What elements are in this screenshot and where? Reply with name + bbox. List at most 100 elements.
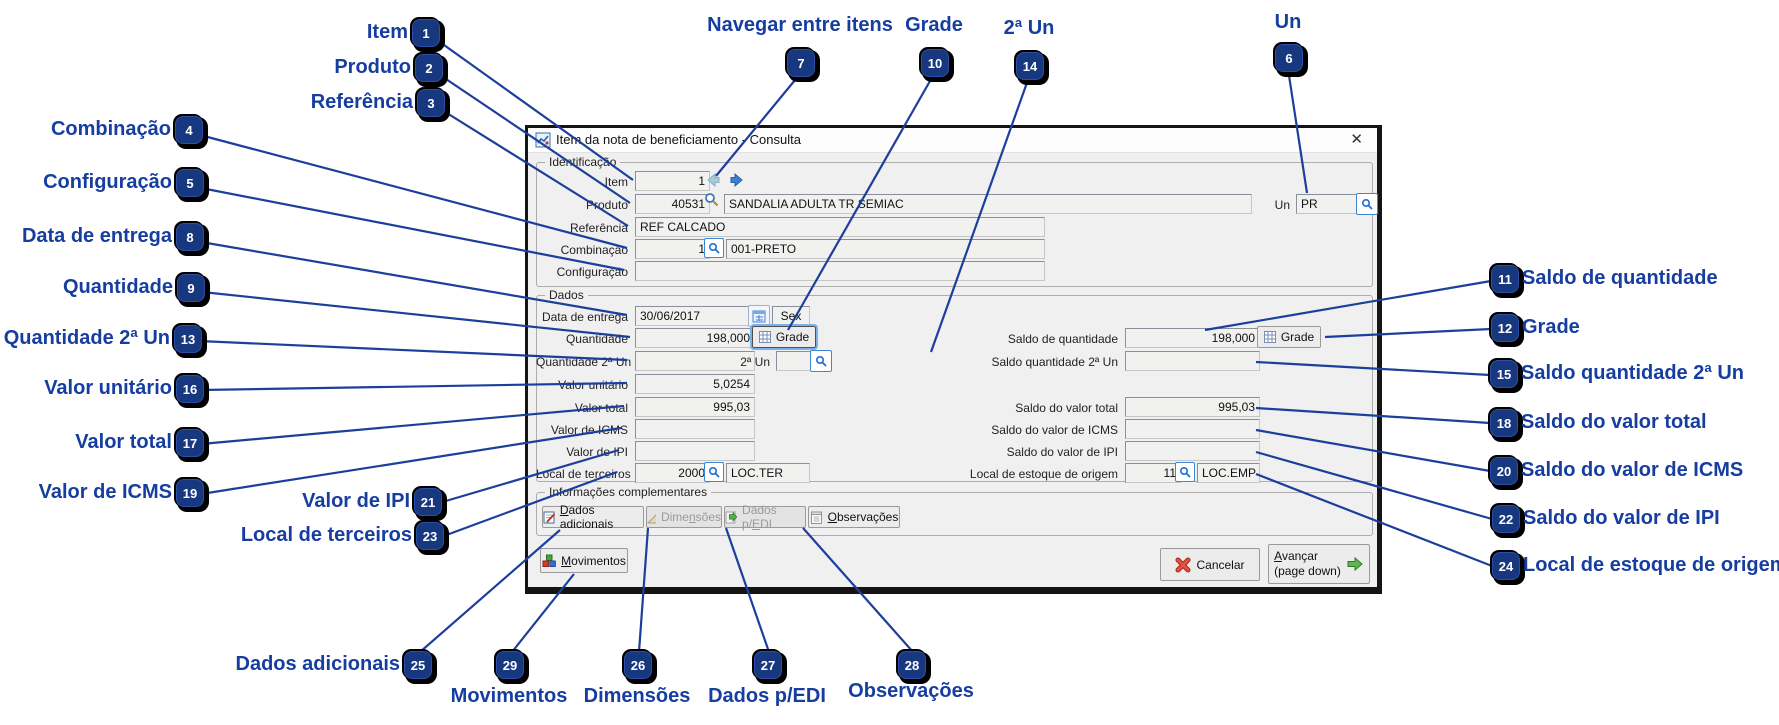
close-icon[interactable]: ✕: [1350, 131, 1363, 148]
forward-arrow-icon: [1347, 556, 1363, 572]
quantidade-field[interactable]: 198,000: [635, 328, 755, 348]
tab-dados-edi: Dados p/EDI: [724, 503, 806, 531]
data-entrega-field[interactable]: 30/06/2017: [635, 306, 755, 326]
saldo-valor-icms-label: Saldo do valor de ICMS: [991, 423, 1118, 437]
previous-item-icon[interactable]: [704, 171, 722, 194]
combinacao-label: Combinação: [560, 243, 628, 257]
callout-label-25: Dados adicionais: [235, 653, 401, 675]
produto-code-field[interactable]: 40531: [635, 194, 710, 214]
valor-icms-field[interactable]: [635, 419, 755, 439]
local-terceiros-code-field[interactable]: 2000: [635, 463, 710, 483]
local-origem-lookup-button[interactable]: [1175, 462, 1195, 482]
quantidade2-field[interactable]: [635, 351, 755, 371]
saldo-valor-ipi-field[interactable]: [1125, 441, 1260, 461]
referencia-label: Referência: [569, 221, 628, 235]
combinacao-code-field[interactable]: 1: [635, 239, 710, 259]
avancar-button[interactable]: Avançar (page down): [1268, 544, 1370, 584]
saldo-quantidade-label: Saldo de quantidade: [1007, 332, 1118, 346]
callout-badge-25: 25: [404, 651, 432, 679]
callout-badge-27: 27: [754, 651, 782, 679]
calendar-icon[interactable]: [748, 305, 770, 327]
configuracao-field[interactable]: [635, 261, 1045, 281]
local-terceiros-desc-field[interactable]: LOC.TER: [726, 463, 810, 483]
callout-label-28: Observações: [848, 680, 974, 702]
callout-badge-1: 1: [412, 19, 440, 47]
callout-badge-12: 12: [1491, 314, 1519, 342]
valor-ipi-field[interactable]: [635, 441, 755, 461]
tab-dados-adicionais[interactable]: Dados adicionais: [542, 503, 644, 531]
valor-total-label: Valor total: [574, 401, 628, 415]
saldo-quantidade2-field[interactable]: [1125, 351, 1260, 371]
callout-label-12: Grade: [1522, 316, 1580, 338]
callout-badge-14: 14: [1016, 52, 1044, 80]
next-item-icon[interactable]: [728, 171, 746, 194]
combinacao-desc-field[interactable]: 001-PRETO: [726, 239, 1045, 259]
item-label: Item: [604, 175, 628, 189]
callout-badge-16: 16: [176, 375, 204, 403]
tab-observacoes[interactable]: Observações: [808, 506, 900, 528]
grid-icon: [1263, 331, 1276, 343]
un-lookup-button[interactable]: [1356, 193, 1378, 215]
callout-label-22: Saldo do valor de IPI: [1523, 507, 1720, 529]
callout-badge-2: 2: [415, 54, 443, 82]
window-icon: [535, 132, 551, 148]
un-field[interactable]: PR: [1296, 194, 1362, 214]
callout-label-15: Saldo quantidade 2ª Un: [1521, 362, 1744, 384]
local-origem-desc-field[interactable]: LOC.EMP: [1197, 463, 1260, 483]
local-origem-code-field[interactable]: 11: [1125, 463, 1181, 483]
movimentos-button[interactable]: Movimentos: [540, 548, 628, 573]
callout-label-10: Grade: [905, 14, 963, 36]
un2-field[interactable]: [776, 351, 814, 371]
callout-label-5: Configuração: [43, 171, 172, 193]
callout-label-4: Combinação: [50, 118, 171, 140]
callout-badge-20: 20: [1490, 457, 1518, 485]
callout-label-21: Valor de IPI: [302, 490, 410, 512]
produto-label: Produto: [585, 198, 628, 212]
quantidade2-label: Quantidade 2ª Un: [536, 355, 632, 369]
tab-dimensoes: Dimensões: [646, 506, 722, 528]
callout-label-16: Valor unitário: [44, 377, 172, 399]
combinacao-lookup-button[interactable]: [704, 238, 724, 258]
callout-label-23: Local de terceiros: [240, 524, 412, 546]
callout-label-27: Dados p/EDI: [708, 685, 826, 707]
day-of-week-badge: Sex: [772, 306, 810, 326]
saldo-quantidade-field[interactable]: 198,000: [1125, 328, 1260, 348]
valor-unitario-field[interactable]: 5,0254: [635, 374, 755, 394]
local-origem-label: Local de estoque de origem: [969, 467, 1118, 481]
search-icon[interactable]: [704, 192, 719, 212]
saldo-valor-icms-field[interactable]: [1125, 419, 1260, 439]
callout-badge-22: 22: [1492, 505, 1520, 533]
callout-label-20: Saldo do valor de ICMS: [1521, 459, 1744, 481]
callout-badge-18: 18: [1490, 409, 1518, 437]
grade-button-right[interactable]: Grade: [1257, 326, 1321, 348]
callout-label-18: Saldo do valor total: [1521, 411, 1707, 433]
callout-label-13: Quantidade 2ª Un: [3, 327, 170, 349]
grade-button-left[interactable]: Grade: [750, 324, 818, 350]
callout-badge-26: 26: [624, 651, 652, 679]
valor-total-field[interactable]: 995,03: [635, 397, 755, 417]
callout-badge-15: 15: [1490, 360, 1518, 388]
item-field[interactable]: 1: [635, 171, 710, 191]
callout-label-26: Dimensões: [583, 685, 691, 707]
callout-label-6: Un: [1274, 11, 1302, 33]
export-page-icon: [725, 511, 738, 523]
valor-unitario-label: Valor unitário: [558, 378, 628, 392]
un2-lookup-button[interactable]: [810, 350, 832, 372]
saldo-valor-total-field[interactable]: 995,03: [1125, 397, 1260, 417]
callout-badge-24: 24: [1492, 552, 1520, 580]
referencia-field[interactable]: REF CALCADO: [635, 217, 1045, 237]
callout-label-2: Produto: [334, 56, 411, 78]
ruler-triangle-icon: [647, 513, 656, 523]
local-terceiros-lookup-button[interactable]: [704, 462, 724, 482]
callout-badge-5: 5: [176, 169, 204, 197]
quantidade-label: Quantidade: [565, 332, 628, 346]
valor-icms-label: Valor de ICMS: [550, 423, 628, 437]
callout-badge-8: 8: [176, 223, 204, 251]
callout-label-14: 2ª Un: [1003, 17, 1055, 39]
cancelar-button[interactable]: Cancelar: [1160, 548, 1260, 581]
callout-label-29: Movimentos: [450, 685, 568, 707]
produto-desc-field[interactable]: SANDALIA ADULTA TR SEMIAC: [724, 194, 1252, 214]
cubes-icon: [542, 554, 556, 567]
callout-badge-3: 3: [417, 89, 445, 117]
